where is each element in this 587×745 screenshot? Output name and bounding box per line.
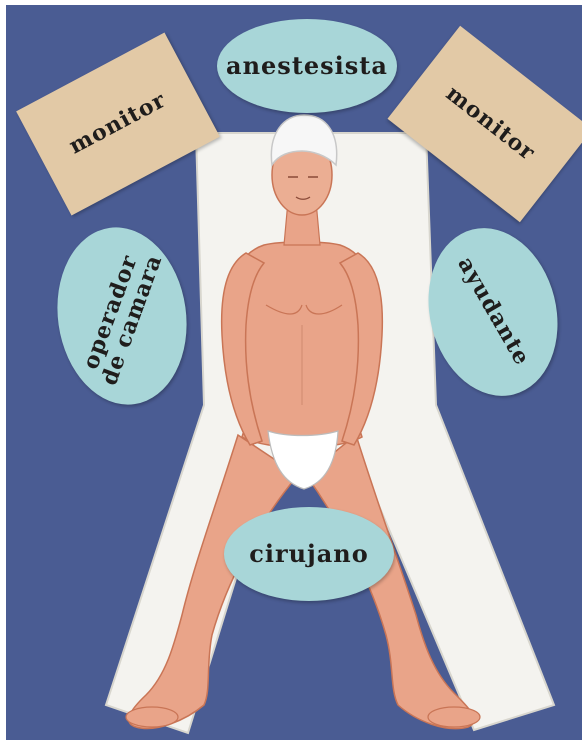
operating-room-board: anestesista monitor monitor operador de … <box>6 5 582 740</box>
surgeon-label: cirujano <box>224 507 394 601</box>
patient-left-foot <box>126 707 178 727</box>
patient-right-foot <box>428 707 480 727</box>
anesthetist-label: anestesista <box>217 19 397 113</box>
